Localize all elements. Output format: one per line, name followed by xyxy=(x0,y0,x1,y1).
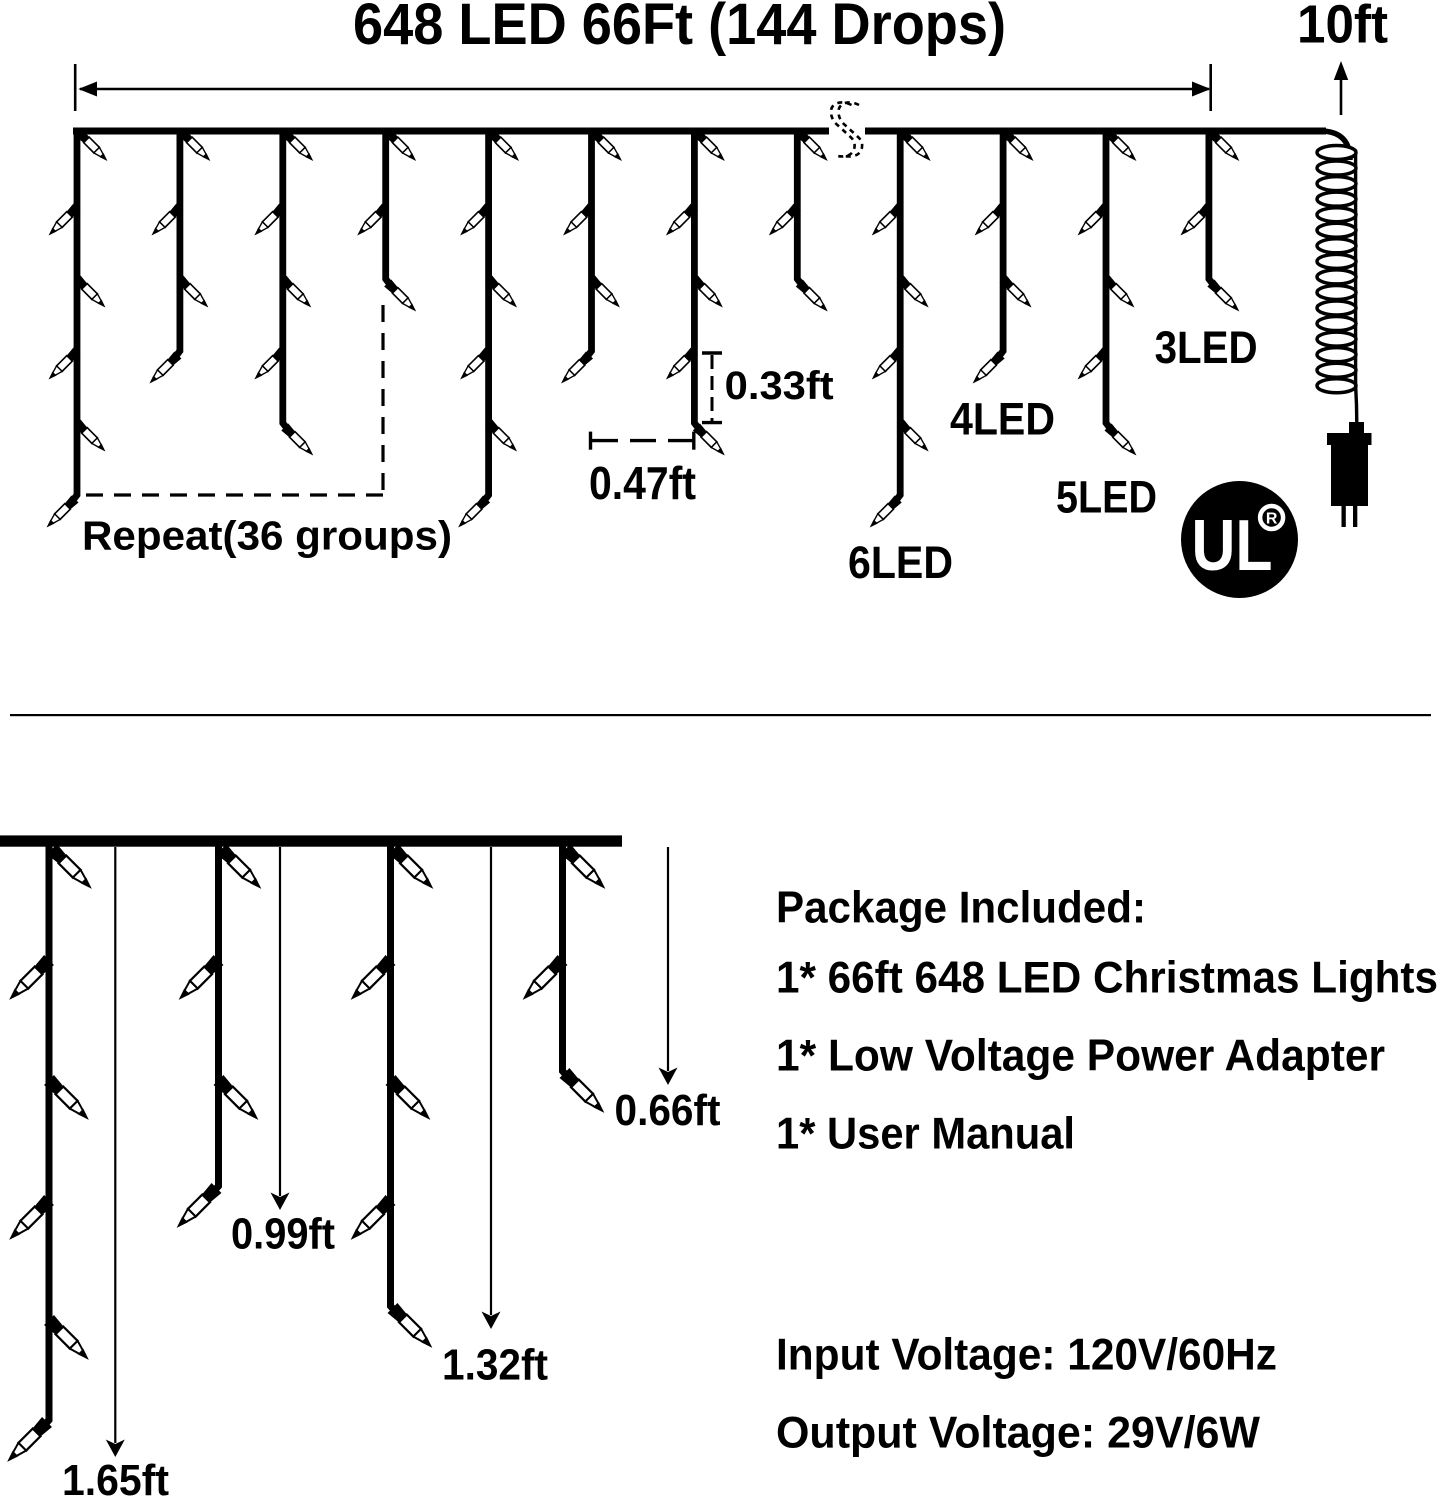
svg-text:1.65ft: 1.65ft xyxy=(62,1456,169,1500)
svg-text:0.66ft: 0.66ft xyxy=(615,1086,721,1135)
svg-text:0.33ft: 0.33ft xyxy=(725,364,834,408)
svg-text:0.99ft: 0.99ft xyxy=(231,1210,335,1259)
svg-text:5LED: 5LED xyxy=(1056,472,1157,523)
svg-text:1* User Manual: 1* User Manual xyxy=(776,1110,1075,1159)
svg-text:4LED: 4LED xyxy=(950,394,1055,445)
svg-text:1* Low Voltage Power Adapter: 1* Low Voltage Power Adapter xyxy=(776,1032,1385,1081)
svg-text:R: R xyxy=(1266,511,1278,528)
svg-text:648 LED 66Ft (144 Drops): 648 LED 66Ft (144 Drops) xyxy=(353,0,1006,57)
svg-text:3LED: 3LED xyxy=(1155,322,1258,373)
svg-text:Package Included:: Package Included: xyxy=(776,884,1146,933)
svg-text:10ft: 10ft xyxy=(1297,0,1388,55)
svg-text:Input Voltage: 120V/60Hz: Input Voltage: 120V/60Hz xyxy=(776,1331,1277,1380)
svg-text:1* 66ft 648 LED Christmas Ligh: 1* 66ft 648 LED Christmas Lights xyxy=(776,954,1438,1003)
svg-text:0.47ft: 0.47ft xyxy=(589,457,696,509)
svg-text:Output Voltage: 29V/6W: Output Voltage: 29V/6W xyxy=(776,1409,1260,1458)
svg-text:1.32ft: 1.32ft xyxy=(442,1341,548,1390)
svg-text:6LED: 6LED xyxy=(848,537,953,588)
svg-text:Repeat(36 groups): Repeat(36 groups) xyxy=(82,513,452,559)
